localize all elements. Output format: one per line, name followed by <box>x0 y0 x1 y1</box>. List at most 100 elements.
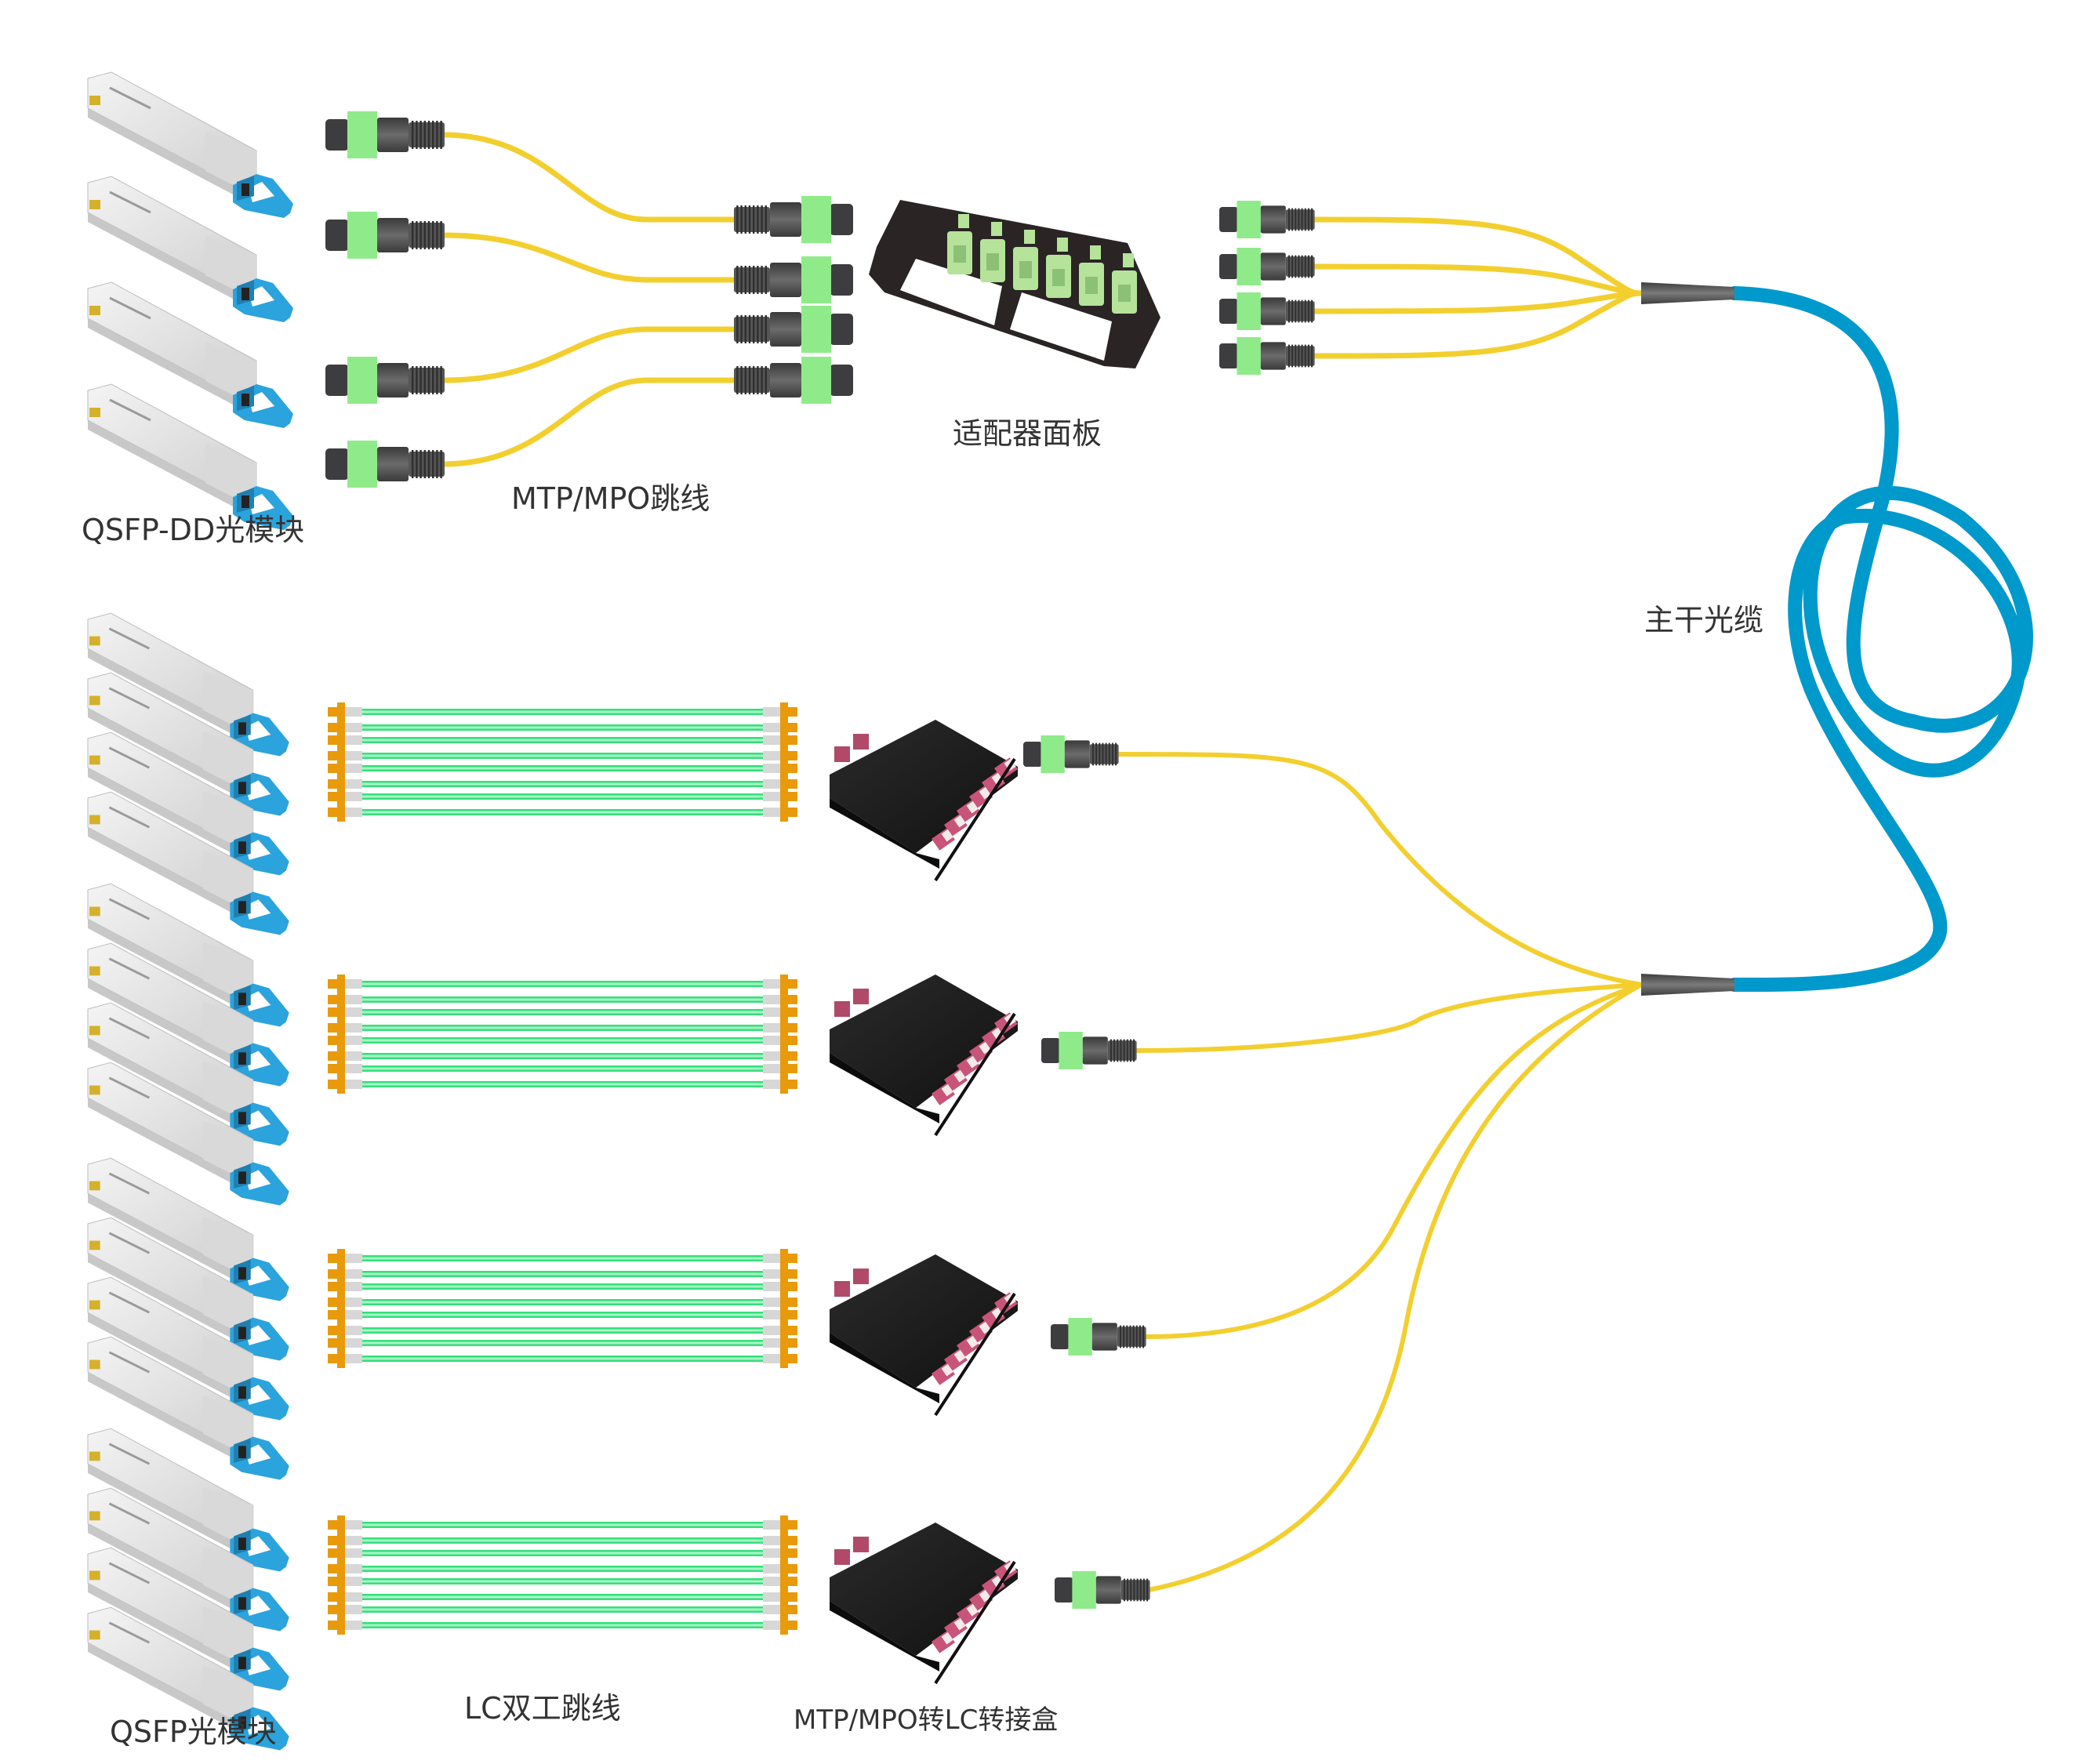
label-trunk-cable: 主干光缆 <box>1644 603 1764 637</box>
lc-fiber-highlight <box>359 1272 766 1276</box>
lc-boot-left <box>345 1621 362 1630</box>
lc-port-cap <box>979 1321 991 1334</box>
mtp-strain-relief <box>409 450 445 478</box>
lc-fiber-highlight <box>359 726 766 729</box>
lc-fiber-highlight <box>359 1039 766 1042</box>
transceiver-heatsink <box>203 731 253 784</box>
transceiver-latch <box>108 1502 151 1525</box>
mtp-connector-fanout-end <box>1219 248 1315 285</box>
transceiver-heatsink <box>203 1665 253 1719</box>
mtp-connector-panel-end <box>734 306 853 353</box>
lc-clip-left <box>337 1334 345 1368</box>
mtp-ferrule-face <box>830 314 853 345</box>
transceiver-contacts <box>89 1511 100 1521</box>
transceiver-shell-side <box>88 108 233 194</box>
lc-duplex-patch-cord <box>328 1059 797 1094</box>
transceiver-shell-side <box>88 1193 231 1279</box>
lc-clip-right <box>780 1544 788 1578</box>
transceiver-latch <box>108 898 151 920</box>
mtp-strain-relief <box>734 366 770 394</box>
lc-ferrule-right <box>786 1298 797 1307</box>
mtp-ferrule-face <box>830 264 853 296</box>
lc-ferrule-left <box>328 1051 339 1061</box>
lc-boot-left <box>345 707 362 717</box>
qsfp-module <box>87 1606 289 1751</box>
transceiver-shell-side <box>88 1464 231 1549</box>
lc-clip-left <box>337 1544 345 1578</box>
lc-boot-right <box>763 1592 780 1602</box>
mtp-key-housing <box>1237 201 1261 238</box>
qsfp-module <box>87 1336 289 1480</box>
lc-fiber-highlight <box>359 1329 766 1332</box>
pull-tab <box>233 174 293 218</box>
lc-clip-right <box>780 1334 788 1368</box>
cassette-mtp-port <box>834 1281 850 1297</box>
mtp-body <box>1091 1323 1117 1351</box>
cassette-top <box>830 1523 1018 1656</box>
lc-fiber-highlight <box>359 782 766 786</box>
lc-ferrule-left <box>328 1310 339 1319</box>
qsfp-module <box>87 672 289 816</box>
mtp-strain-relief <box>1285 255 1315 278</box>
lc-ferrule-left <box>328 1023 339 1033</box>
mtp-connector-panel-end <box>734 357 853 404</box>
lc-ferrule-left <box>328 1269 339 1279</box>
transceiver-heatsink <box>203 1061 253 1114</box>
lc-fiber-highlight <box>359 1341 766 1345</box>
trunk-cable-coil <box>1727 286 2033 993</box>
fanout-leg-fiber <box>1115 752 1643 987</box>
component-layer <box>87 71 1734 1751</box>
lc-ferrule-right <box>786 1520 797 1530</box>
cassette-mount-rail <box>934 757 1016 882</box>
lc-boot-right <box>763 735 780 745</box>
transceiver-shell-side <box>88 768 231 853</box>
lc-duplex-patch-cord <box>328 1031 797 1065</box>
lc-clip-right <box>780 1305 788 1340</box>
lc-clip-left <box>337 702 345 737</box>
lc-boot-right <box>763 723 780 732</box>
lc-ferrule-right <box>786 1254 797 1263</box>
lc-ferrule-left <box>328 1548 339 1558</box>
cassette-side <box>830 1053 939 1123</box>
lc-fiber-highlight <box>359 795 766 798</box>
cassette-lc-ports <box>932 1560 1018 1653</box>
trunk-cable <box>1727 286 2033 993</box>
fanout-leg-fiber <box>1311 290 1644 314</box>
transceiver-contacts <box>89 200 100 209</box>
cassette-mtp-port <box>834 1001 850 1017</box>
lc-boot-left <box>345 1338 362 1348</box>
transceiver-contacts <box>89 1359 100 1370</box>
lc-fiber-highlight <box>359 739 766 742</box>
qsfp-module <box>87 731 289 876</box>
transceiver-shell-side <box>88 1312 231 1398</box>
lc-ferrule-left <box>328 1577 339 1586</box>
lc-boot-left <box>345 751 362 760</box>
lc-boot-left <box>345 735 362 745</box>
adapter-port-rear <box>1090 245 1101 260</box>
pull-tab <box>230 1162 289 1206</box>
adapter-port-slot <box>986 253 999 270</box>
lc-ferrule-left <box>328 1282 339 1291</box>
mtp-ferrule-face <box>830 204 853 235</box>
mtp-connector-panel-end <box>734 196 853 243</box>
lc-duplex-patch-cord <box>328 1515 797 1550</box>
lc-boot-right <box>763 1269 780 1279</box>
lc-port-cap <box>979 1589 991 1602</box>
mtp-strain-relief <box>734 315 770 343</box>
transceiver-latch <box>109 296 151 320</box>
lc-port-cap <box>941 1083 953 1097</box>
mtp-body <box>770 202 801 237</box>
lc-boot-right <box>763 1326 780 1335</box>
pull-tab <box>233 486 293 530</box>
transceiver-heatsink <box>205 342 256 395</box>
lc-ferrule-right <box>786 1326 797 1335</box>
lc-boot-right <box>763 1310 780 1319</box>
lc-clip-right <box>780 787 788 822</box>
transceiver-latch <box>108 1172 151 1195</box>
mtp-body <box>377 118 409 152</box>
lc-boot-left <box>345 779 362 789</box>
cassette-top <box>830 720 1018 853</box>
mtp-lc-cassette <box>830 720 1018 882</box>
cassette-mtp-port <box>834 746 850 762</box>
mtp-key-housing <box>1237 292 1261 330</box>
